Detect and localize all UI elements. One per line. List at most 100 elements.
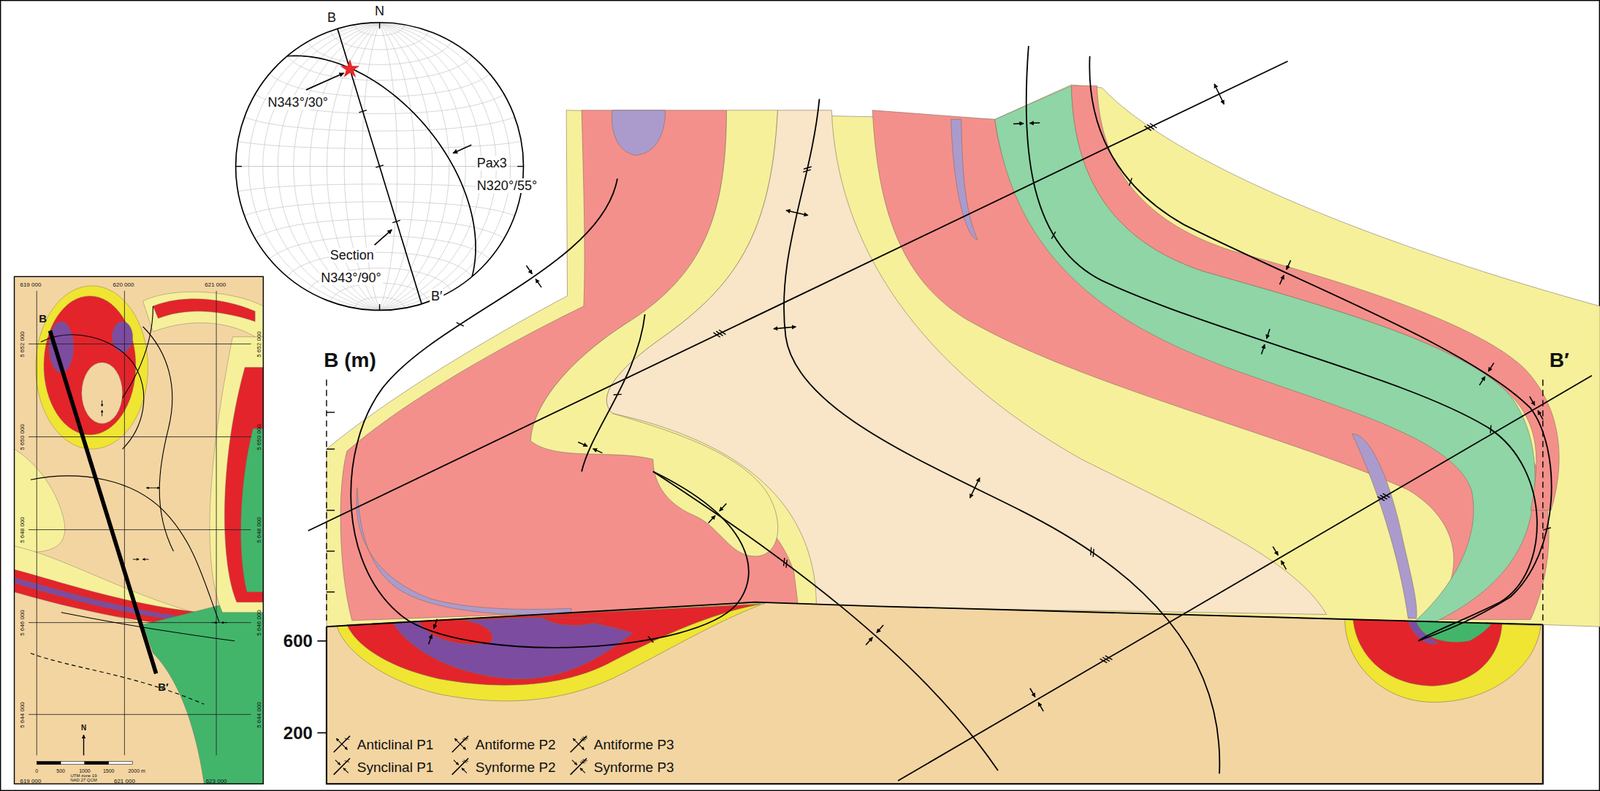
section-plane [337, 28, 422, 304]
scale-value: 1500 [103, 767, 115, 773]
section-tick [358, 110, 367, 113]
map-unit [241, 428, 264, 592]
map-coordinate: 5 648 000 [19, 516, 26, 543]
map-trace [30, 653, 204, 705]
label-holder: 5 652 000 [251, 330, 264, 358]
fold-arrow [1261, 344, 1265, 354]
stereonet-grid [287, 56, 472, 81]
callout-arrow [374, 229, 393, 245]
fold-arrow [453, 759, 459, 765]
map-trace [30, 475, 220, 623]
legend-text: Anticlinal P1 [357, 737, 434, 752]
geologic-unit [326, 84, 1600, 627]
section-end-label: B (m) [323, 349, 377, 371]
fold-arrow [460, 743, 467, 750]
label-holder: 619 000 [19, 772, 41, 785]
section-end-label: B′ [157, 680, 169, 692]
map-coordinate: 5 650 000 [19, 423, 26, 451]
fold-arrow [719, 503, 727, 511]
elevation-value: 600 [283, 631, 313, 650]
generation-tick [786, 559, 787, 568]
generation-tick [718, 329, 726, 334]
section-trace [49, 330, 156, 673]
stereonet-label: B [325, 10, 338, 25]
stereonet-grid [330, 282, 429, 302]
generation-tick [1092, 548, 1095, 557]
generation-tick [613, 393, 622, 396]
map-coordinate: 620 000 [113, 282, 135, 288]
legend-text: Antiforme P2 [475, 737, 556, 752]
lineation-label: N343°/30° [266, 94, 330, 110]
fold-arrow [865, 637, 873, 645]
fold-arrow [580, 767, 586, 773]
fold-arrow [577, 442, 588, 447]
label-holder: 1500 [103, 762, 115, 775]
legend-item: Antiforme P2 [475, 737, 556, 752]
legend-item: Anticlinal P1 [357, 737, 434, 752]
fold-arrow [335, 759, 341, 765]
label-holder: 619 000 [19, 276, 41, 289]
geologic-units [326, 84, 1600, 784]
generation-tick [1383, 493, 1391, 498]
map-unit [14, 448, 66, 552]
stereonet-grid [244, 201, 516, 216]
scale-bar [36, 761, 61, 765]
stereonet-tick [379, 22, 380, 29]
map-grid [36, 290, 38, 755]
label-holder: B′ [157, 680, 169, 693]
generation-tick [581, 737, 586, 740]
fold-arrow [970, 487, 976, 498]
fold-arrow [797, 212, 809, 215]
legend-item: Antiforme P3 [593, 737, 675, 752]
fold-arrow [1013, 122, 1024, 125]
label-holder: N [81, 720, 87, 733]
stereonet-grid [269, 235, 491, 259]
legend-sample [570, 735, 587, 752]
map-coordinate: 5 648 000 [256, 516, 263, 543]
section-line [326, 591, 335, 592]
map-coordinate: 621 000 [204, 282, 226, 288]
section-line [1542, 379, 1544, 622]
map-unit [224, 367, 264, 603]
generation-tick [1105, 655, 1113, 660]
label-holder: B′ [429, 288, 444, 304]
plane-attitude: N343°/90° [319, 270, 383, 285]
label-holder: B′ [1549, 349, 1570, 371]
fold-arrow [535, 279, 542, 288]
north-label: N [373, 3, 386, 19]
label-holder: Pax3 [475, 155, 509, 171]
generation-tick [580, 739, 585, 741]
elevation-value: 200 [283, 724, 313, 742]
axial-trace [783, 98, 1220, 773]
geologic-unit [951, 119, 978, 240]
location-map [14, 276, 264, 784]
stereonet-ground [235, 22, 524, 311]
map-grid [28, 436, 251, 437]
scale-value: 1000 [78, 767, 91, 773]
geologic-unit [1352, 433, 1417, 619]
generation-tick [462, 761, 467, 763]
label-holder: 600 [283, 631, 313, 650]
generation-tick [582, 736, 587, 738]
map-grid [28, 528, 251, 530]
fold-arrow [1266, 328, 1270, 339]
generation-tick [1090, 546, 1092, 555]
label-holder: B [325, 10, 338, 25]
legend-samples [333, 735, 588, 775]
label-holder: 5 648 000 [14, 516, 27, 543]
generation-tick [1489, 425, 1492, 434]
map-frame [14, 276, 264, 784]
generation-tick [344, 760, 350, 763]
fold-arrow [593, 448, 603, 453]
fold-arrow [101, 409, 103, 416]
generation-tick [456, 322, 464, 326]
geologic-unit [540, 615, 603, 625]
map-grid [216, 290, 217, 755]
fold-arrow [1272, 546, 1278, 556]
label-holder: N320°/55° [475, 178, 539, 193]
label-holder: 621 000 [113, 772, 136, 785]
label-holder: 620 000 [113, 276, 135, 289]
fold-arrow [784, 326, 796, 328]
